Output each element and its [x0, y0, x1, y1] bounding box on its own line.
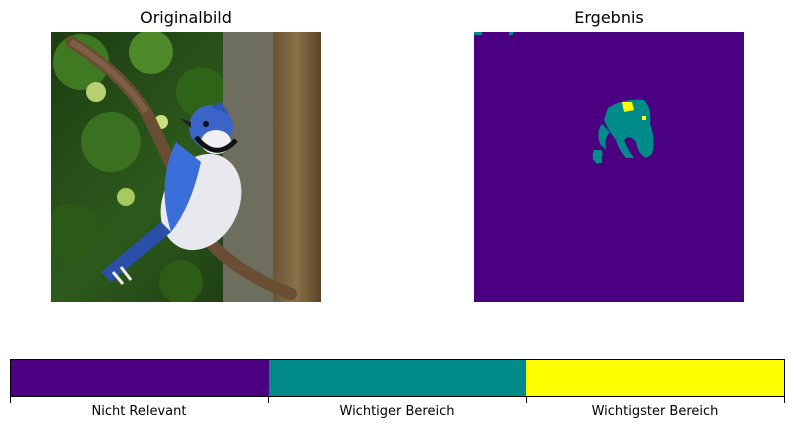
most-important-region — [622, 102, 634, 112]
result-image — [474, 32, 744, 302]
background-not-relevant — [474, 32, 744, 302]
blue-jay-photo — [51, 32, 321, 302]
colorbar-label-not-relevant: Nicht Relevant — [91, 404, 187, 419]
colorbar-segment-important — [268, 360, 527, 396]
colorbar-label-important: Wichtiger Bereich — [339, 404, 455, 419]
important-region — [604, 99, 654, 158]
colorbar-tick — [268, 397, 269, 403]
result-image-title: Ergebnis — [574, 8, 644, 27]
colorbar-tick — [526, 397, 527, 403]
original-image — [51, 32, 321, 302]
colorbar-tick — [784, 397, 785, 403]
colorbar — [10, 359, 785, 397]
colorbar-segment-not-relevant — [11, 360, 269, 396]
colorbar-tick — [10, 397, 11, 403]
colorbar-label-most-important: Wichtigster Bereich — [591, 404, 719, 419]
relevance-map — [474, 32, 744, 302]
colorbar-segment-most-important — [526, 360, 785, 396]
original-image-title: Originalbild — [140, 8, 232, 27]
